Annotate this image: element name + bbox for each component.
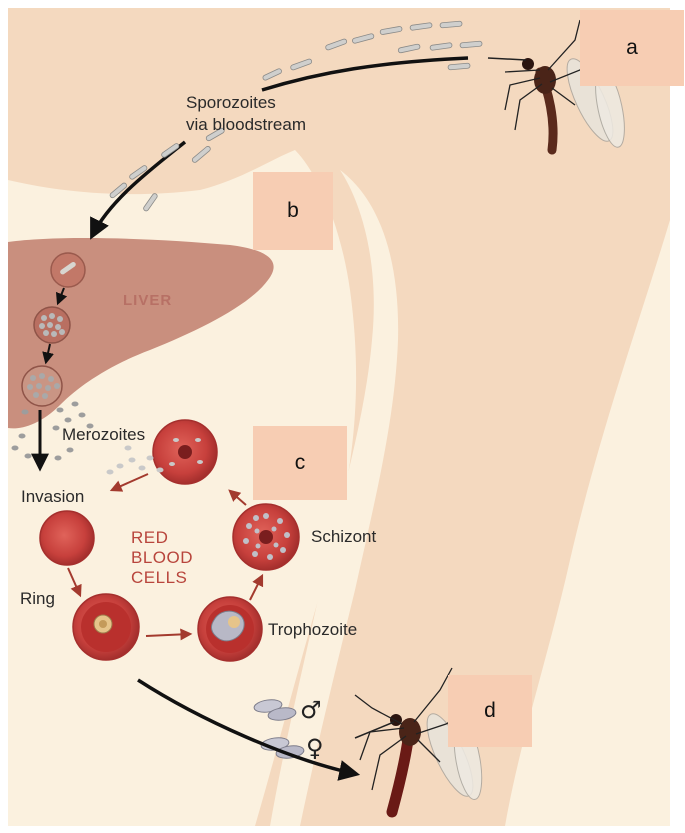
trophozoite-rbc xyxy=(198,597,262,661)
infected-hepatocyte-1 xyxy=(51,253,85,287)
liver-label: LIVER xyxy=(123,292,172,309)
label-box-a: a xyxy=(580,10,684,86)
merozoites-label: Merozoites xyxy=(62,425,145,445)
female-symbol: ♀ xyxy=(306,734,324,762)
schizont-label: Schizont xyxy=(311,527,376,547)
rbc-label-line2: BLOOD xyxy=(131,548,193,567)
ring-label: Ring xyxy=(20,589,55,609)
rbc-label-line3: CELLS xyxy=(131,568,187,587)
sporozoites-label-line2: via bloodstream xyxy=(186,115,306,135)
schizont-rbc xyxy=(233,504,299,570)
rupturing-hepatocyte xyxy=(22,366,62,406)
label-box-c: c xyxy=(253,426,347,500)
label-box-b: b xyxy=(253,172,333,250)
trophozoite-label: Trophozoite xyxy=(268,620,357,640)
invasion-label: Invasion xyxy=(21,487,84,507)
infected-hepatocyte-2 xyxy=(34,307,70,343)
label-box-d: d xyxy=(448,675,532,747)
ring-stage-rbc xyxy=(73,594,139,660)
male-symbol: ♂ xyxy=(300,696,322,724)
invasion-rbc xyxy=(40,511,94,565)
sporozoites-label-line1: Sporozoites xyxy=(186,93,276,113)
rbc-label-line1: RED xyxy=(131,528,168,547)
